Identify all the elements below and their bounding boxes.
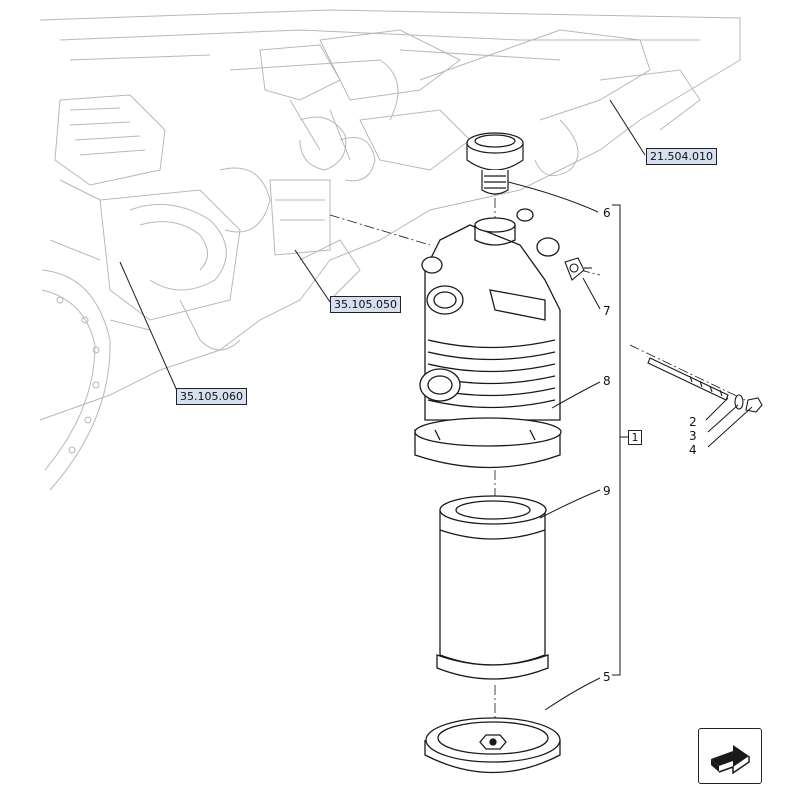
reference-leaders <box>119 99 646 394</box>
arrow-glyph-icon <box>711 745 750 775</box>
part-6-vent-cap <box>466 132 524 195</box>
callout-6: 6 <box>603 206 611 220</box>
next-page-arrow-icon[interactable] <box>698 728 762 784</box>
machine-chassis-background <box>39 9 741 491</box>
part-9-filter-element <box>436 495 549 680</box>
assembly-item-1: 1 <box>628 430 642 445</box>
callout-8: 8 <box>603 374 611 388</box>
part-7-fitting <box>564 257 592 281</box>
reference-35-105-050[interactable]: 35.105.050 <box>330 296 401 313</box>
callout-5: 5 <box>603 670 611 684</box>
assembly-bracket <box>612 204 628 676</box>
callout-2: 2 <box>689 415 697 429</box>
part-5-bottom-cover <box>424 717 561 774</box>
callout-3: 3 <box>689 429 697 443</box>
reference-35-105-060[interactable]: 35.105.060 <box>176 388 247 405</box>
part-8-filter-housing <box>414 208 562 469</box>
reference-21-504-010[interactable]: 21.504.010 <box>646 148 717 165</box>
callout-leaders <box>507 181 753 711</box>
callout-7: 7 <box>603 304 611 318</box>
parts-2-3-4-bolt-set <box>647 357 763 413</box>
callout-9: 9 <box>603 484 611 498</box>
callout-4: 4 <box>689 443 697 457</box>
